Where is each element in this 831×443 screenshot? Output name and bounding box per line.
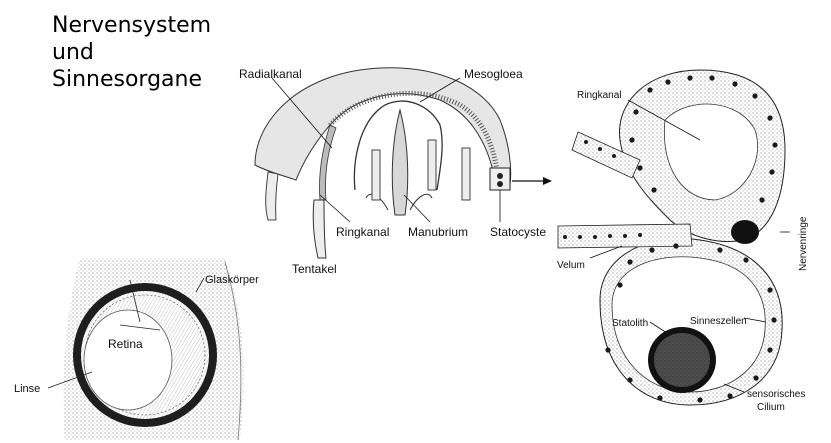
label-manubrium: Manubrium xyxy=(408,225,468,239)
title-line-3: Sinnesorgane xyxy=(52,67,203,92)
label-sinneszellen: Sinneszellen xyxy=(690,316,747,327)
label-glaskoerper: Glaskörper xyxy=(205,274,259,286)
label-statocyste: Statocyste xyxy=(490,225,546,239)
label-tentakel: Tentakel xyxy=(292,262,337,276)
label-ringkanal-statocyst: Ringkanal xyxy=(577,90,621,101)
label-radialkanal: Radialkanal xyxy=(239,67,302,81)
eye-section-illustration xyxy=(47,258,244,441)
label-cilium-line-1: sensorisches xyxy=(747,389,805,400)
title-line-2: und xyxy=(52,40,94,65)
slide-title: Nervensystem und Sinnesorgane xyxy=(52,12,252,93)
label-statolith: Statolith xyxy=(612,318,648,329)
statocyst-illustration xyxy=(557,69,790,406)
label-retina: Retina xyxy=(108,337,143,351)
label-linse: Linse xyxy=(14,383,40,395)
label-mesogloea: Mesogloea xyxy=(464,67,523,81)
label-cilium-line-2: Cilium xyxy=(757,402,785,413)
medusa-illustration xyxy=(254,67,552,259)
label-ringkanal-medusa: Ringkanal xyxy=(336,225,389,239)
label-velum: Velum xyxy=(557,260,585,271)
title-line-1: Nervensystem xyxy=(52,13,212,38)
label-nervenringe: Nervenringe xyxy=(798,216,809,271)
